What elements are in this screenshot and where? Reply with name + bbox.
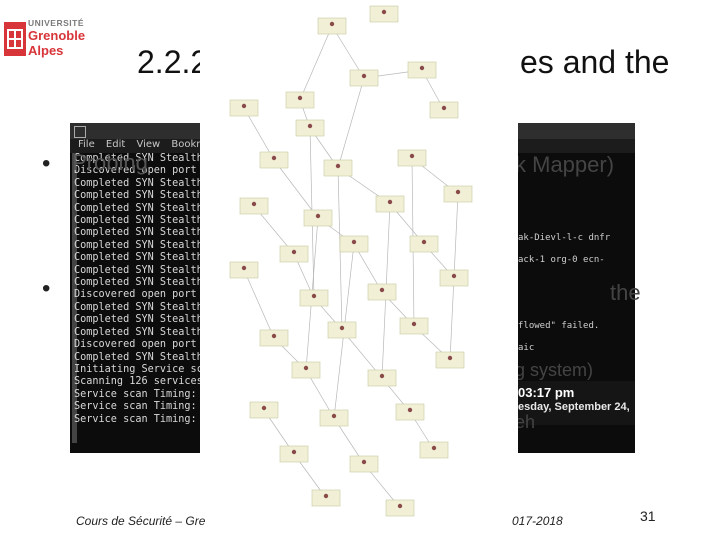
graph-node-icon [419, 65, 425, 71]
graph-edge [299, 25, 333, 101]
graph-node-icon [329, 21, 335, 27]
graph-node-icon [315, 213, 321, 219]
bullet-1-text-right: k Mapper) [515, 152, 615, 177]
graph-edge [273, 159, 319, 219]
logo-text-universite: UNIVERSITÉ [28, 18, 85, 28]
graph-node-icon [251, 201, 257, 207]
logo-text-grenoble: Grenoble [28, 28, 86, 43]
graph-edge [243, 107, 275, 161]
graph-node-icon [261, 405, 267, 411]
bullet-marker-2: • [42, 275, 51, 302]
logo-text-alpes: Alpes [28, 43, 64, 58]
bullet-2-text-right: the [610, 280, 641, 305]
network-graph [200, 0, 518, 540]
graph-node-icon [379, 373, 385, 379]
graph-node-icon [409, 153, 415, 159]
graph-node-icon [361, 459, 367, 465]
graph-node-icon [421, 239, 427, 245]
graph-edge [243, 269, 275, 339]
graph-node-icon [291, 449, 297, 455]
clock-notification [518, 381, 635, 425]
slide-title-right: es and the [520, 44, 670, 80]
graph-node-icon [431, 445, 437, 451]
graph-node-icon [323, 493, 329, 499]
graph-node-icon [411, 321, 417, 327]
bullet-fragment-os: g system) [515, 360, 594, 380]
graph-node-icon [271, 155, 277, 161]
graph-node-icon [297, 95, 303, 101]
footer-year: 017-2018 [512, 514, 563, 528]
clock-time: 03:17 pm [518, 385, 575, 400]
menu-view[interactable]: View [136, 139, 161, 150]
graph-node-icon [241, 103, 247, 109]
graph-node-icon [455, 189, 461, 195]
menu-bookmarks[interactable]: Bookma [171, 139, 213, 150]
menu-file[interactable]: File [78, 139, 95, 150]
graph-edge [337, 77, 365, 169]
terminal-right-line: ak-Dievl-l-c dnfr [518, 233, 611, 243]
terminal-scrollbar[interactable] [72, 153, 77, 443]
terminal-right-line: aic [518, 343, 535, 353]
graph-node-icon [351, 239, 357, 245]
graph-node-icon [303, 365, 309, 371]
terminal-right-line: ack-1 org-0 ecn- [518, 255, 605, 265]
graph-node-icon [451, 273, 457, 279]
graph-node-icon [441, 105, 447, 111]
graph-node-icon [387, 199, 393, 205]
graph-node-icon [335, 163, 341, 169]
terminal-right-line: flowed" failed. [518, 321, 600, 331]
graph-node-icon [397, 503, 403, 509]
graph-node-icon [241, 265, 247, 271]
graph-node-icon [361, 73, 367, 79]
graph-node-icon [311, 293, 317, 299]
bullet-1-text-left: Probing [72, 150, 148, 175]
terminal-window-icon [74, 126, 86, 138]
clock-date: esday, September 24, [518, 401, 630, 413]
menu-edit[interactable]: Edit [105, 139, 126, 150]
graph-node-icon [307, 123, 313, 129]
logo-mark-icon [4, 22, 26, 56]
graph-node-icon [381, 9, 387, 15]
slide-title-left: 2.2.2 [137, 44, 209, 80]
graph-node-icon [407, 407, 413, 413]
graph-node-icon [331, 413, 337, 419]
graph-node-icon [291, 249, 297, 255]
bullet-fragment-ident: eh [515, 412, 536, 432]
graph-edge [331, 25, 365, 79]
graph-node-icon [447, 355, 453, 361]
graph-node-icon [339, 325, 345, 331]
page-number: 31 [640, 508, 656, 524]
university-logo: UNIVERSITÉ Grenoble Alpes [4, 18, 114, 58]
bullet-marker-1: • [42, 150, 51, 177]
footer-course: Cours de Sécurité – Gre [76, 514, 206, 528]
graph-node-icon [379, 287, 385, 293]
graph-node-icon [271, 333, 277, 339]
